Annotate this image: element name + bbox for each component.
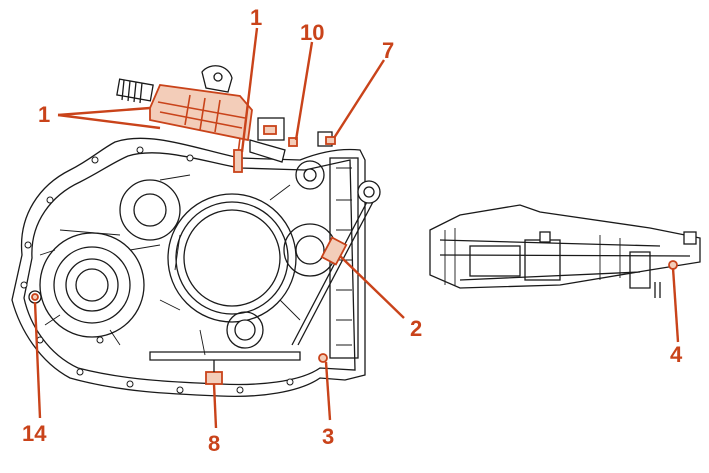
callout-4: 4 <box>670 342 683 367</box>
transaxle-side-view <box>11 137 366 397</box>
callout-7: 7 <box>382 38 394 63</box>
callout-3: 3 <box>322 424 334 449</box>
leader-14 <box>33 301 42 419</box>
speed-sensor <box>249 117 298 163</box>
fitting <box>317 131 336 147</box>
leader-8 <box>212 383 218 429</box>
callout-2: 2 <box>410 316 422 341</box>
solenoid-assembly <box>116 65 253 173</box>
callout-1-top: 1 <box>250 5 262 30</box>
leader-1-left-b <box>57 113 161 130</box>
dipstick-tube <box>291 180 381 346</box>
leader-10 <box>294 41 314 141</box>
callout-10: 10 <box>300 20 324 45</box>
leader-4 <box>671 267 680 343</box>
callout-numbers: 1 1 10 7 2 4 3 8 14 <box>22 5 683 456</box>
leader-7 <box>332 59 386 139</box>
rim-bolts <box>20 146 294 394</box>
callout-14: 14 <box>22 421 47 446</box>
leader-3 <box>324 361 332 421</box>
leader-1-left-a <box>57 106 151 117</box>
transaxle-bottom-view <box>429 204 701 298</box>
callout-1-left: 1 <box>38 102 50 127</box>
leader-2 <box>339 255 405 319</box>
leader-lines <box>33 27 680 429</box>
callout-8: 8 <box>208 431 220 456</box>
leader-1-top <box>240 27 259 153</box>
